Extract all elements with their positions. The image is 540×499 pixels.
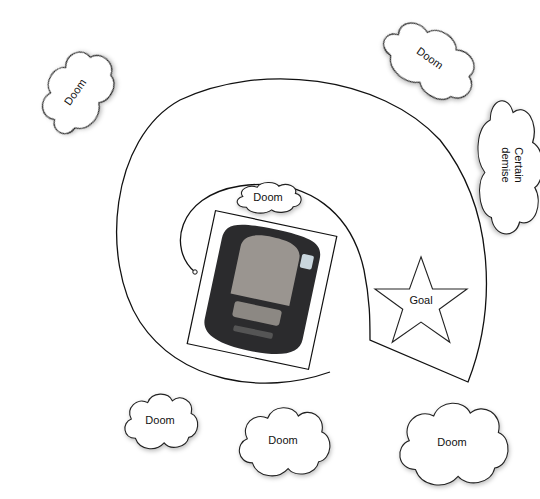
cloud-label: Doom (253, 191, 282, 204)
robot-body (200, 219, 324, 361)
robot-display (300, 254, 315, 270)
goal-star: Goal (373, 254, 469, 346)
cloud-shape (478, 101, 540, 234)
robot-vent (233, 325, 273, 339)
doom-cloud: Doom (232, 179, 304, 215)
doom-cloud: Doom (119, 388, 201, 452)
cloud-shape (237, 182, 301, 213)
cloud-shape (400, 403, 508, 485)
doom-cloud: Doom (363, 0, 496, 120)
text-stack: Doom (437, 436, 466, 449)
cloud-label: Doom (268, 434, 297, 447)
image-frame (187, 211, 337, 370)
spiral-path (117, 79, 487, 383)
doom-cloud: Doom (232, 400, 334, 480)
goal-label: Goal (409, 294, 432, 307)
cloud-label: Doom (437, 436, 466, 449)
text-stack: Goal (409, 294, 432, 307)
cloud-shape (27, 38, 127, 144)
robot-image (187, 211, 337, 370)
cloud-shape (239, 408, 330, 476)
text-stack: Certain demise (499, 140, 525, 190)
cloud-label: Certain demise (499, 140, 525, 190)
cloud-shape (372, 7, 489, 114)
text-stack: Doom (145, 414, 174, 427)
text-stack: Doom (253, 191, 282, 204)
doom-cloud: Doom (17, 31, 132, 153)
cloud-shape (125, 394, 198, 448)
start-point (193, 270, 197, 274)
doom-cloud: Doom (391, 394, 513, 490)
robot-top (231, 231, 303, 306)
cloud-label: Doom (145, 414, 174, 427)
star-shape (375, 257, 467, 343)
doom-cloud: Certain demise (474, 90, 540, 240)
robot-bumper (232, 301, 282, 327)
text-stack: Doom (268, 434, 297, 447)
